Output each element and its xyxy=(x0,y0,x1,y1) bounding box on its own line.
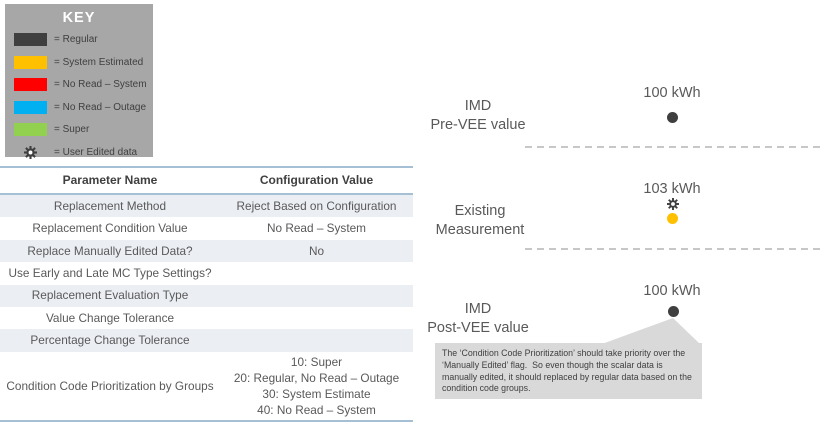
parameter-name: Condition Code Prioritization by Groups xyxy=(6,378,214,393)
parameter-name: Use Early and Late MC Type Settings? xyxy=(8,266,212,280)
legend-item-system-estimated: = System Estimated xyxy=(14,55,153,69)
column-header-parameter-name: Parameter Name xyxy=(62,173,158,187)
configuration-value: Reject Based on Configuration xyxy=(236,198,397,213)
table-row: Condition Code Prioritization by Groups … xyxy=(0,352,413,420)
separator-dashed-line xyxy=(525,146,824,148)
color-swatch-regular xyxy=(14,33,47,46)
parameter-table: Parameter Name Configuration Value Repla… xyxy=(0,166,413,422)
pre-vee-value: 100 kWh xyxy=(643,85,701,101)
legend-item-label: = No Read – System xyxy=(54,79,147,90)
post-vee-regular-dot xyxy=(668,306,679,317)
legend-item-no-read-system: = No Read – System xyxy=(14,78,153,91)
column-header-configuration-value: Configuration Value xyxy=(259,173,374,187)
legend-item-user-edited: = User Edited data xyxy=(14,145,153,159)
gear-icon xyxy=(14,145,47,159)
table-row: Use Early and Late MC Type Settings? xyxy=(0,262,413,284)
color-swatch-no-read-outage xyxy=(14,100,47,114)
legend-item-label: = System Estimated xyxy=(54,56,144,68)
parameter-name: Replacement Method xyxy=(53,198,167,213)
color-swatch-system-estimated xyxy=(14,55,47,69)
separator-dashed-line xyxy=(525,248,824,250)
legend-item-label: = No Read – Outage xyxy=(54,101,147,113)
existing-measurement-estimated-dot xyxy=(667,213,678,224)
table-body: Replacement Method Reject Based on Confi… xyxy=(0,195,413,420)
post-vee-label: IMD Post-VEE value xyxy=(427,301,529,337)
legend-item-label: = Regular xyxy=(54,34,98,45)
pre-vee-label: IMD Pre-VEE value xyxy=(430,98,526,134)
parameter-name: Value Change Tolerance xyxy=(45,310,175,325)
configuration-value: 10: Super 20: Regular, No Read – Outage … xyxy=(233,354,400,417)
legend-item-label: = User Edited data xyxy=(54,146,138,158)
table-row: Replacement Method Reject Based on Confi… xyxy=(0,195,413,218)
table-row: Replacement Evaluation Type xyxy=(0,284,413,307)
parameter-name: Percentage Change Tolerance xyxy=(30,333,190,348)
pre-vee-regular-dot xyxy=(667,112,678,123)
table-row: Value Change Tolerance xyxy=(0,307,413,329)
existing-measurement-label: Existing Measurement xyxy=(435,203,525,239)
parameter-name: Replacement Condition Value xyxy=(32,221,188,236)
table-row: Replace Manually Edited Data? No xyxy=(0,239,413,263)
post-vee-value: 100 kWh xyxy=(643,283,701,299)
parameter-name: Replace Manually Edited Data? xyxy=(27,243,193,258)
callout-note: The ‘Condition Code Prioritization’ shou… xyxy=(435,343,702,400)
table-header-row: Parameter Name Configuration Value xyxy=(0,168,413,195)
legend-item-label: = Super xyxy=(54,124,90,135)
legend-item-super: = Super xyxy=(14,123,153,136)
user-edited-gear-icon xyxy=(667,198,679,210)
legend-panel: KEY = Regular = System Estimated = No Re… xyxy=(5,4,153,159)
parameter-name: Replacement Evaluation Type xyxy=(31,288,189,303)
configuration-value: No Read – System xyxy=(266,221,366,236)
configuration-value: No xyxy=(308,243,325,258)
color-swatch-no-read-system xyxy=(14,78,47,91)
color-swatch-super xyxy=(14,123,47,136)
existing-measurement-value: 103 kWh xyxy=(643,181,701,197)
legend-item-no-read-outage: = No Read – Outage xyxy=(14,100,153,114)
legend-item-regular: = Regular xyxy=(14,33,153,46)
table-row: Replacement Condition Value No Read – Sy… xyxy=(0,217,413,239)
callout-pointer xyxy=(602,318,700,344)
legend-title: KEY xyxy=(62,10,96,26)
table-row: Percentage Change Tolerance xyxy=(0,329,413,352)
